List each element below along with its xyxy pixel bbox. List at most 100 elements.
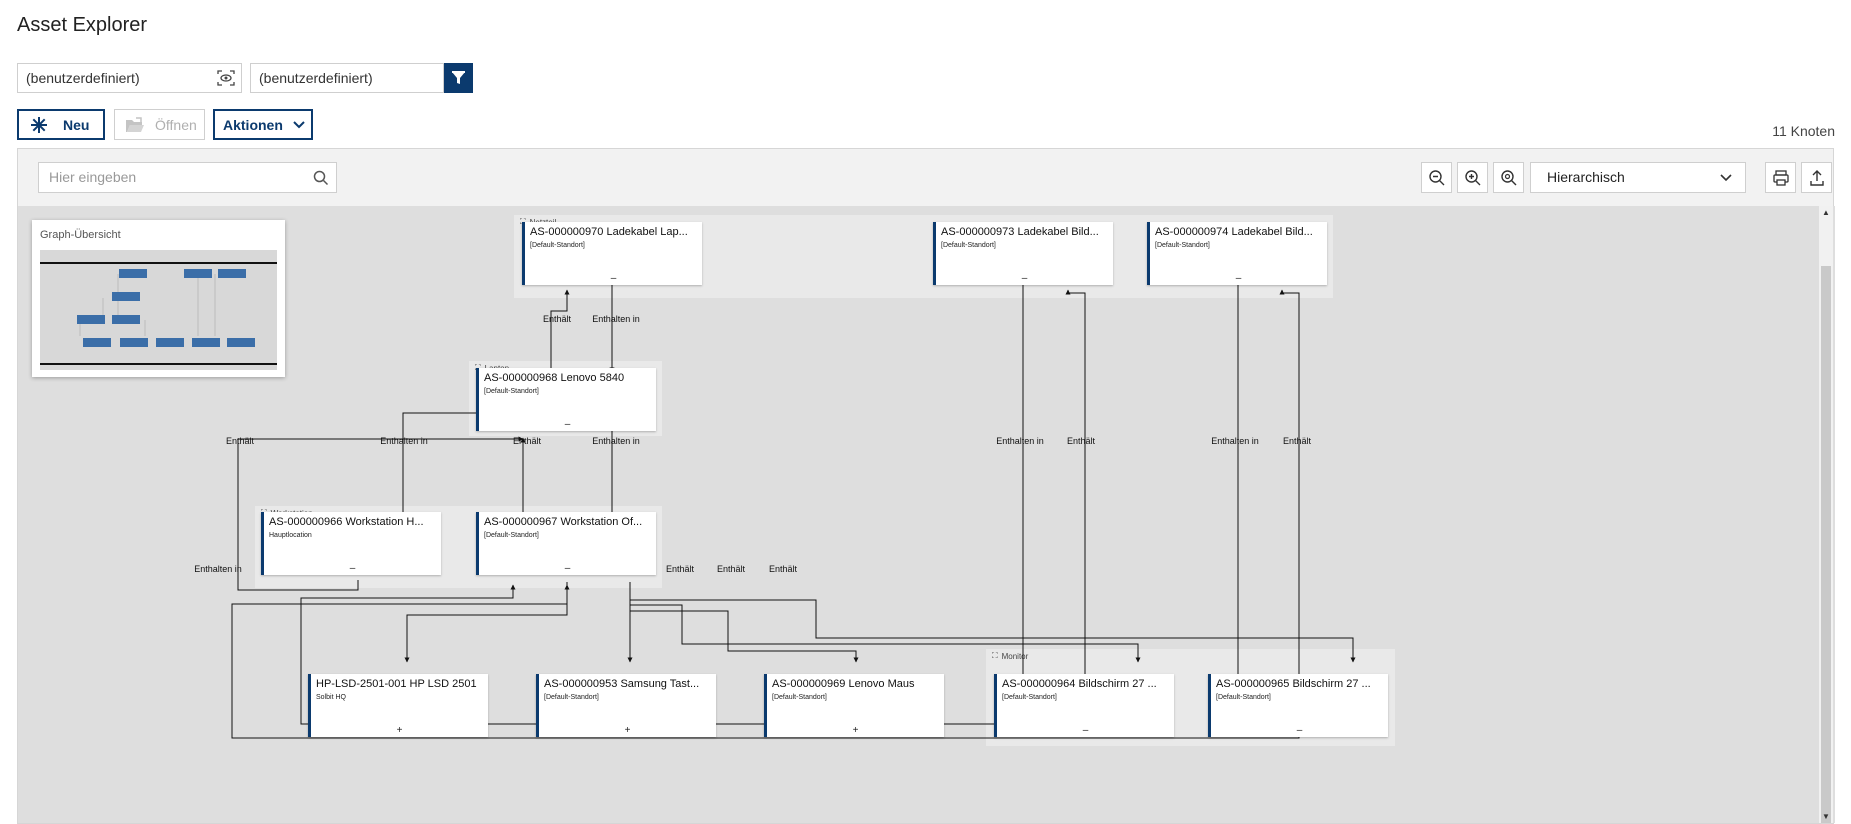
- node-title: AS-000000953 Samsung Tast...: [544, 678, 700, 690]
- filter-select-2[interactable]: (benutzerdefiniert): [250, 63, 444, 93]
- zoom-out-icon: [1428, 169, 1444, 185]
- edge-label: Enthält: [1066, 436, 1096, 446]
- filter-select-1-value: (benutzerdefiniert): [26, 70, 140, 86]
- page-title: Asset Explorer: [17, 14, 148, 36]
- graph-panel: Hier eingeben Hierarchisch: [17, 148, 1835, 824]
- new-button[interactable]: Neu: [17, 109, 105, 140]
- node-location: [Default-Standort]: [484, 388, 539, 395]
- zoom-in-icon: [1464, 169, 1480, 185]
- graph-node[interactable]: AS-000000970 Ladekabel Lap... [Default-S…: [522, 222, 702, 285]
- node-expander[interactable]: –: [1082, 725, 1089, 736]
- chevron-down-icon: [293, 120, 305, 128]
- edge-label: Enthält: [768, 564, 798, 574]
- group-collapse-icon[interactable]: ⛶: [520, 217, 526, 227]
- graph-node[interactable]: AS-000000966 Workstation H... Hauptlocat…: [261, 512, 441, 575]
- edge-label: Enthält: [225, 436, 255, 446]
- node-title: AS-000000966 Workstation H...: [269, 516, 424, 528]
- asterisk-icon: [31, 116, 47, 133]
- graph-overview[interactable]: Graph-Übersicht: [32, 220, 285, 377]
- node-expander[interactable]: +: [852, 725, 859, 736]
- node-title: AS-000000973 Ladekabel Bild...: [941, 226, 1099, 238]
- actions-button[interactable]: Aktionen: [213, 109, 313, 140]
- node-title: AS-000000965 Bildschirm 27 ...: [1216, 678, 1371, 690]
- node-title: AS-000000968 Lenovo 5840: [484, 372, 625, 384]
- node-title: AS-000000974 Ladekabel Bild...: [1155, 226, 1313, 238]
- zoom-fit-icon: [1500, 169, 1516, 185]
- graph-node[interactable]: AS-000000969 Lenovo Maus [Default-Stando…: [764, 674, 944, 737]
- edge-label: Enthalten in: [380, 436, 428, 446]
- node-location: Solbit HQ: [316, 694, 346, 701]
- node-expander[interactable]: –: [564, 563, 571, 574]
- node-location: [Default-Standort]: [544, 694, 599, 701]
- node-expander[interactable]: –: [1235, 273, 1242, 284]
- layout-select-value: Hierarchisch: [1547, 169, 1625, 185]
- node-location: [Default-Standort]: [772, 694, 827, 701]
- filter-select-2-value: (benutzerdefiniert): [259, 70, 373, 86]
- edge-label: Enthalten in: [194, 564, 242, 574]
- graph-node[interactable]: AS-000000968 Lenovo 5840 [Default-Stando…: [476, 368, 656, 431]
- graph-node[interactable]: HP-LSD-2501-001 HP LSD 2501 Solbit HQ +: [308, 674, 488, 737]
- scroll-down-icon[interactable]: ▼: [1822, 812, 1830, 821]
- preview-icon[interactable]: [217, 70, 235, 86]
- node-location: [Default-Standort]: [1155, 242, 1210, 249]
- vertical-scrollbar[interactable]: ▲ ▼: [1819, 206, 1833, 823]
- node-expander[interactable]: +: [396, 725, 403, 736]
- graph-node[interactable]: AS-000000974 Ladekabel Bild... [Default-…: [1147, 222, 1327, 285]
- search-placeholder: Hier eingeben: [49, 169, 137, 185]
- graph-canvas[interactable]: ⛶Netzteil ⛶Laptop ⛶Workstation ⛶Monitor: [18, 206, 1835, 823]
- node-location: [Default-Standort]: [530, 242, 585, 249]
- print-icon: [1772, 169, 1789, 186]
- open-button[interactable]: Öffnen: [114, 109, 205, 140]
- edge-label: Enthalten in: [1211, 436, 1259, 446]
- zoom-in-button[interactable]: [1457, 162, 1488, 193]
- node-title: AS-000000970 Ladekabel Lap...: [530, 226, 688, 238]
- export-button[interactable]: [1801, 162, 1832, 193]
- node-expander[interactable]: –: [564, 419, 571, 430]
- node-expander[interactable]: –: [349, 563, 356, 574]
- graph-node[interactable]: AS-000000953 Samsung Tast... [Default-St…: [536, 674, 716, 737]
- edge-label: Enthält: [1282, 436, 1312, 446]
- node-location: [Default-Standort]: [1002, 694, 1057, 701]
- graph-node[interactable]: AS-000000965 Bildschirm 27 ... [Default-…: [1208, 674, 1388, 737]
- node-title: AS-000000967 Workstation Of...: [484, 516, 643, 528]
- chevron-down-icon: [1720, 174, 1732, 182]
- edge-label: Enthalten in: [592, 436, 640, 446]
- node-title: AS-000000964 Bildschirm 27 ...: [1002, 678, 1157, 690]
- overview-minimap[interactable]: [40, 250, 277, 370]
- scroll-up-icon[interactable]: ▲: [1822, 208, 1830, 217]
- export-icon: [1809, 169, 1824, 186]
- graph-node[interactable]: AS-000000964 Bildschirm 27 ... [Default-…: [994, 674, 1174, 737]
- graph-node[interactable]: AS-000000967 Workstation Of... [Default-…: [476, 512, 656, 575]
- actions-button-label: Aktionen: [223, 116, 283, 133]
- node-location: [Default-Standort]: [941, 242, 996, 249]
- new-button-label: Neu: [63, 116, 90, 133]
- node-expander[interactable]: –: [610, 273, 617, 284]
- edge-label: Enthält: [665, 564, 695, 574]
- group-collapse-icon[interactable]: ⛶: [992, 651, 998, 660]
- node-title: HP-LSD-2501-001 HP LSD 2501: [316, 678, 477, 690]
- print-button[interactable]: [1765, 162, 1796, 193]
- group-label: Monitor: [1001, 651, 1029, 661]
- edge-label: Enthält: [716, 564, 746, 574]
- node-expander[interactable]: –: [1296, 725, 1303, 736]
- search-icon[interactable]: [313, 170, 329, 186]
- search-input[interactable]: Hier eingeben: [38, 162, 337, 193]
- node-title: AS-000000969 Lenovo Maus: [772, 678, 915, 690]
- filter-select-1[interactable]: (benutzerdefiniert): [17, 63, 242, 93]
- overview-title: Graph-Übersicht: [40, 229, 121, 241]
- scrollbar-thumb[interactable]: [1821, 266, 1831, 823]
- node-expander[interactable]: –: [1021, 273, 1028, 284]
- node-expander[interactable]: +: [624, 725, 631, 736]
- edge-label: Enthält: [512, 436, 542, 446]
- node-count: 11 Knoten: [1772, 123, 1835, 139]
- graph-node[interactable]: AS-000000973 Ladekabel Bild... [Default-…: [933, 222, 1113, 285]
- layout-select[interactable]: Hierarchisch: [1530, 162, 1746, 193]
- node-location: [Default-Standort]: [484, 532, 539, 539]
- group-collapse-icon[interactable]: ⛶: [475, 363, 481, 373]
- filter-button[interactable]: [444, 63, 473, 93]
- zoom-out-button[interactable]: [1421, 162, 1452, 193]
- node-location: [Default-Standort]: [1216, 694, 1271, 701]
- zoom-fit-button[interactable]: [1493, 162, 1524, 193]
- folder-open-icon: [126, 116, 144, 132]
- graph-toolbar: Hier eingeben Hierarchisch: [18, 149, 1833, 206]
